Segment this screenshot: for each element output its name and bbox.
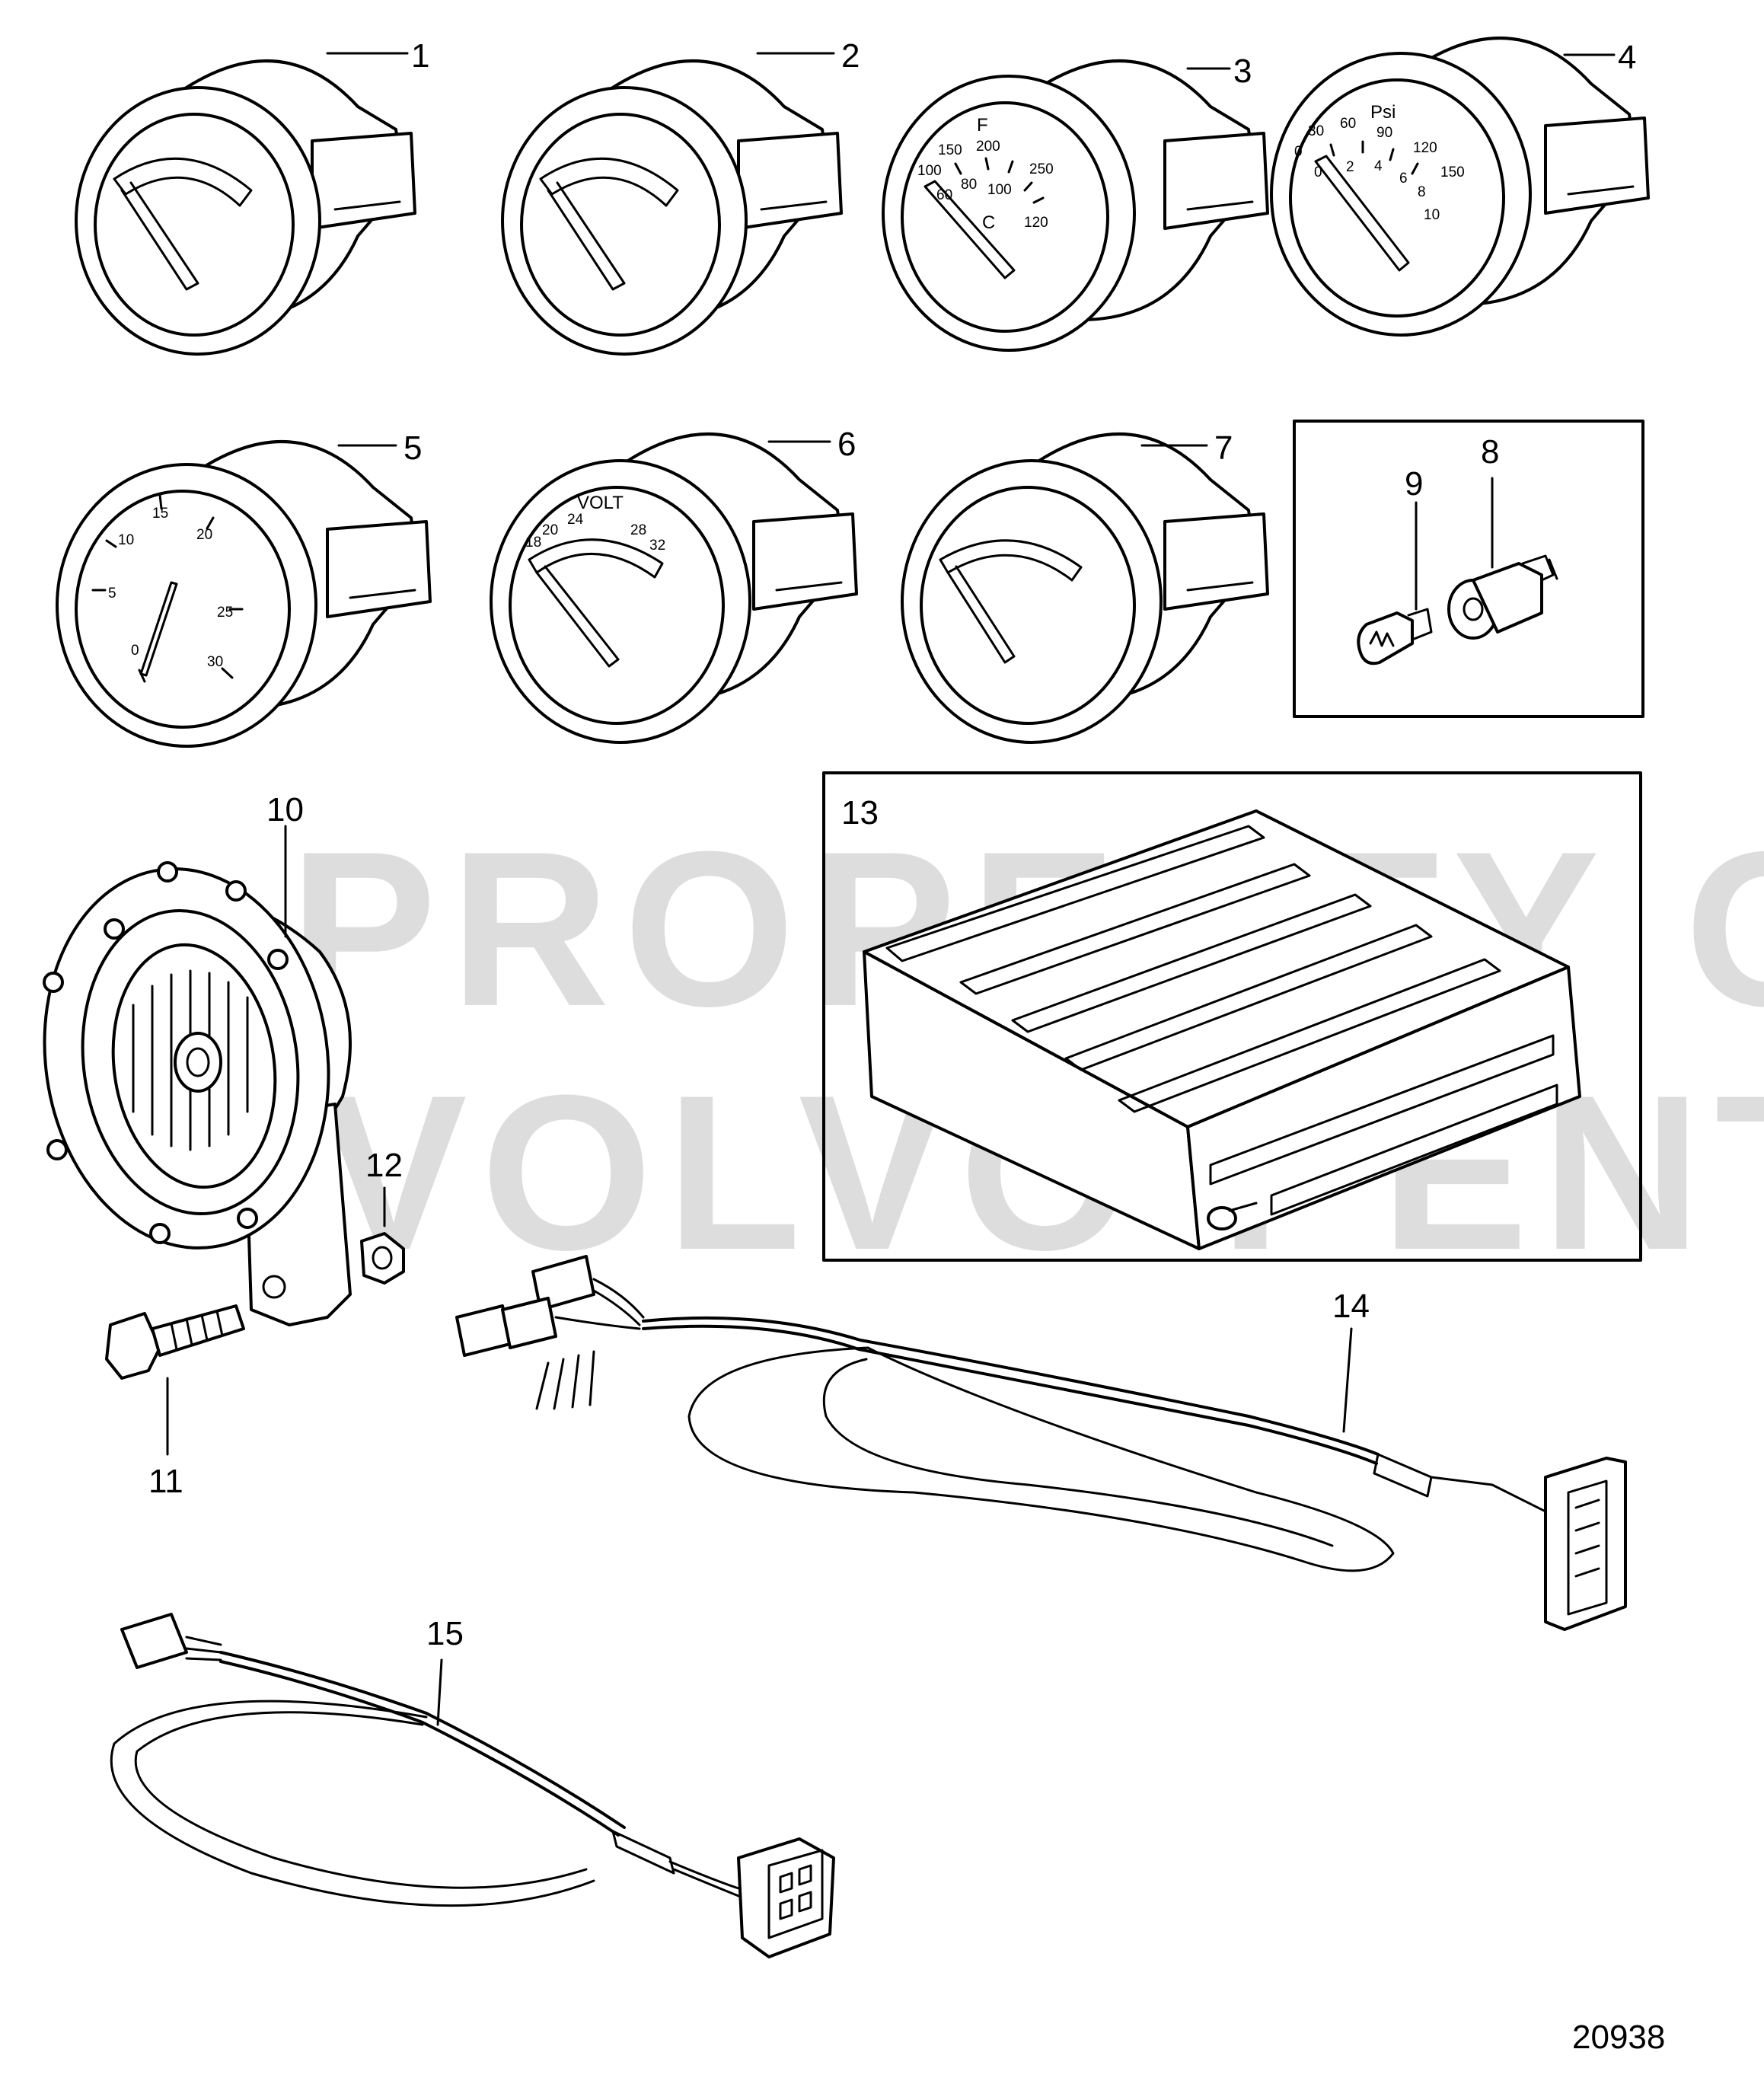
bar-2: 2 <box>1346 159 1354 175</box>
temp-f-150: 150 <box>938 142 962 158</box>
callout-11: 11 <box>148 1463 183 1500</box>
callout-5: 5 <box>404 429 422 467</box>
callout-7: 7 <box>1214 429 1233 467</box>
gauge-2-bezel <box>501 86 748 356</box>
tach-5: 5 <box>108 586 116 602</box>
tach-25: 25 <box>217 605 233 621</box>
volt-32: 32 <box>649 538 665 554</box>
callout-4: 4 <box>1618 39 1636 76</box>
gauge-7 <box>901 432 1269 744</box>
harness-14 <box>455 1255 1627 1631</box>
figure-number: 20938 <box>1572 2019 1665 2056</box>
bar-0: 0 <box>1314 164 1322 180</box>
gauge-1-bezel <box>75 86 321 356</box>
gauge-3-temperature: F 100 150 200 250 60 80 100 120 C <box>882 59 1269 352</box>
psi-30: 30 <box>1308 123 1324 139</box>
bar-6: 6 <box>1399 171 1408 187</box>
psi-unit: Psi <box>1370 102 1396 123</box>
gauge-1 <box>75 59 416 356</box>
harness-15 <box>110 1613 835 1958</box>
callout-14: 14 <box>1332 1288 1370 1325</box>
callout-10: 10 <box>266 791 304 828</box>
bulb-socket-box <box>1293 420 1644 718</box>
tach-15: 15 <box>152 506 168 522</box>
psi-120: 120 <box>1413 140 1437 156</box>
temp-unit-f: F <box>977 115 988 136</box>
gauge-4-pressure: Psi 0 30 60 90 120 150 0 2 4 6 8 10 <box>1270 37 1650 337</box>
callout-3: 3 <box>1233 53 1252 90</box>
callout-6: 6 <box>837 426 856 463</box>
psi-90: 90 <box>1376 125 1392 141</box>
volt-24: 24 <box>567 512 584 528</box>
bulb-socket <box>1447 554 1558 640</box>
bar-8: 8 <box>1418 184 1426 200</box>
control-unit <box>863 809 1581 1250</box>
tach-30: 30 <box>207 654 223 670</box>
temp-f-250: 250 <box>1029 161 1054 177</box>
volt-20: 20 <box>542 522 558 538</box>
gauge-6-voltmeter: VOLT 18 20 24 28 32 <box>490 432 858 744</box>
tach-0: 0 <box>131 643 139 659</box>
temp-unit-c: C <box>982 212 995 233</box>
temp-c-100: 100 <box>987 182 1012 198</box>
tach-20: 20 <box>196 527 212 543</box>
temp-c-120: 120 <box>1024 215 1048 231</box>
callout-9: 9 <box>1405 465 1423 503</box>
callout-15: 15 <box>426 1615 464 1652</box>
callout-2: 2 <box>841 37 860 75</box>
volt-18: 18 <box>525 535 541 551</box>
temp-c-60: 60 <box>936 187 952 203</box>
bulb <box>1357 608 1433 665</box>
volt-28: 28 <box>630 522 646 538</box>
temp-f-100: 100 <box>917 163 942 179</box>
bar-4: 4 <box>1374 158 1383 174</box>
callout-1: 1 <box>411 37 429 75</box>
bar-10: 10 <box>1424 207 1440 223</box>
temp-c-80: 80 <box>961 177 977 193</box>
callout-8: 8 <box>1481 433 1499 471</box>
temp-f-200: 200 <box>976 139 1000 155</box>
tach-10: 10 <box>118 532 134 548</box>
psi-60: 60 <box>1340 116 1356 132</box>
psi-0: 0 <box>1294 144 1303 160</box>
bolt <box>105 1304 245 1380</box>
gauge-5-tachometer: 0 5 10 15 20 25 30 <box>56 440 432 748</box>
control-unit-box <box>822 771 1642 1262</box>
horn <box>43 861 352 1326</box>
psi-150: 150 <box>1440 164 1465 180</box>
volt-unit: VOLT <box>577 493 624 513</box>
nut <box>360 1232 405 1285</box>
callout-13: 13 <box>841 794 879 831</box>
callout-12: 12 <box>365 1147 403 1184</box>
gauge-2 <box>501 59 843 356</box>
